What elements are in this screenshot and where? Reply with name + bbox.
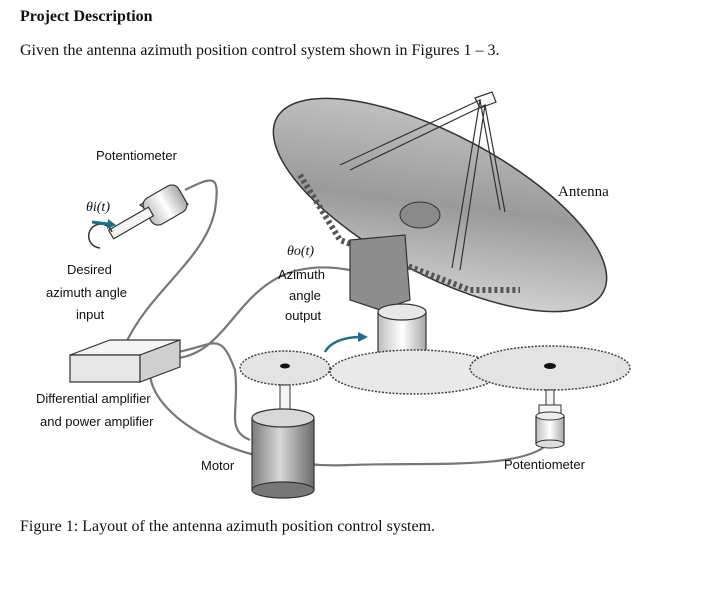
wire-amp-to-potentiometer [148, 374, 549, 467]
label-amplifier-line2: and power amplifier [40, 414, 154, 429]
label-potentiometer-top: Potentiometer [96, 148, 177, 163]
wire-pot-to-amp [123, 179, 218, 346]
signal-wires [123, 179, 549, 467]
intro-paragraph: Given the antenna azimuth position contr… [20, 42, 500, 59]
motor [251, 384, 315, 499]
label-azimuth-line3: output [285, 308, 322, 323]
section-heading: Project Description [20, 8, 153, 25]
label-desired-line1: Desired [67, 262, 112, 277]
label-theta-output: θo(t) [287, 244, 315, 259]
label-antenna: Antenna [558, 184, 609, 200]
label-motor: Motor [201, 458, 235, 473]
label-desired-line2: azimuth angle [46, 285, 127, 300]
label-desired-line3: input [76, 307, 105, 322]
wire-amp-to-motor [177, 342, 251, 442]
output-potentiometer [535, 389, 565, 449]
figure-caption: Figure 1: Layout of the antenna azimuth … [20, 518, 436, 535]
amplifier-box [69, 339, 181, 383]
label-amplifier-line1: Differential amplifier [36, 391, 151, 406]
antenna-dish [272, 91, 608, 313]
label-azimuth-line1: Azimuth [278, 267, 325, 282]
wire-amp-to-antenna [177, 266, 351, 360]
gear-train [239, 345, 631, 395]
input-potentiometer [87, 184, 190, 249]
label-azimuth-line2: angle [289, 288, 321, 303]
label-potentiometer-bottom: Potentiometer [504, 457, 585, 472]
rotation-arrow [323, 332, 368, 353]
label-theta-input: θi(t) [86, 200, 110, 215]
